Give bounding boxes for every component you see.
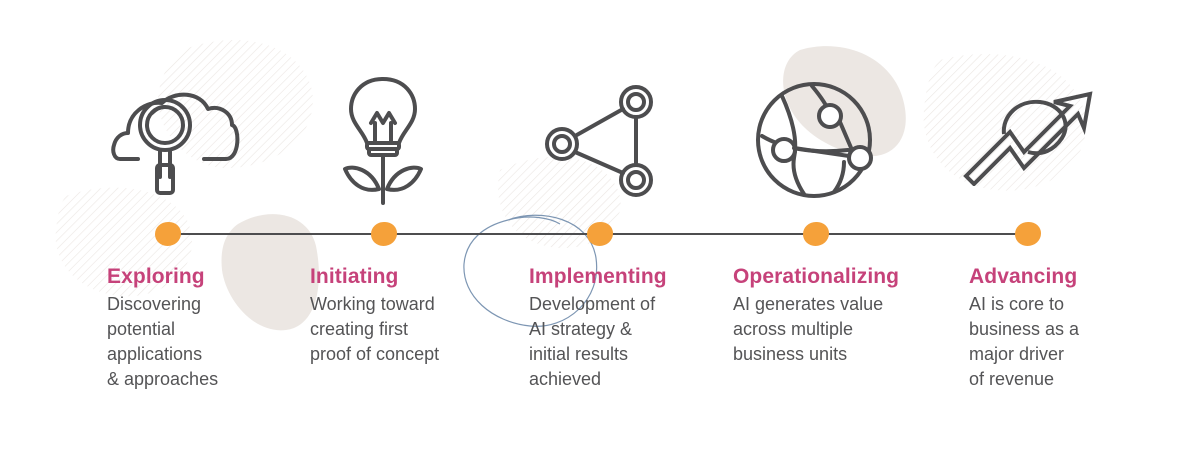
stage-description-operationalizing: AI generates value across multiple busin… <box>733 294 884 364</box>
stage-description-advancing: AI is core to business as a major driver… <box>969 294 1080 389</box>
sketch-circle <box>463 214 598 327</box>
hatched-blob <box>55 187 192 297</box>
hatched-blob <box>158 40 313 169</box>
stage-title-operationalizing: Operationalizing <box>733 265 900 288</box>
solid-blob <box>783 46 906 157</box>
trend-arrow-icon <box>962 90 1096 186</box>
timeline-dot <box>1015 222 1041 246</box>
stage-title-initiating: Initiating <box>310 265 399 288</box>
timeline-dot <box>155 222 181 246</box>
connected-nodes-icon <box>540 84 660 200</box>
stage-title-advancing: Advancing <box>969 265 1078 288</box>
timeline-dot <box>803 222 829 246</box>
globe-network-icon <box>752 78 880 202</box>
magnifier-cloud-icon <box>108 85 242 197</box>
stage-description-initiating: Working toward creating first proof of c… <box>310 294 440 364</box>
solid-blob <box>221 214 319 331</box>
timeline-dot <box>587 222 613 246</box>
timeline-dot <box>371 222 397 246</box>
stage-description-implementing: Development of AI strategy & initial res… <box>529 294 656 389</box>
stage-title-implementing: Implementing <box>529 265 667 288</box>
stage-description-exploring: Discovering potential applications & app… <box>107 294 219 389</box>
lightbulb-plant-icon <box>341 75 425 207</box>
stage-title-exploring: Exploring <box>107 265 205 288</box>
